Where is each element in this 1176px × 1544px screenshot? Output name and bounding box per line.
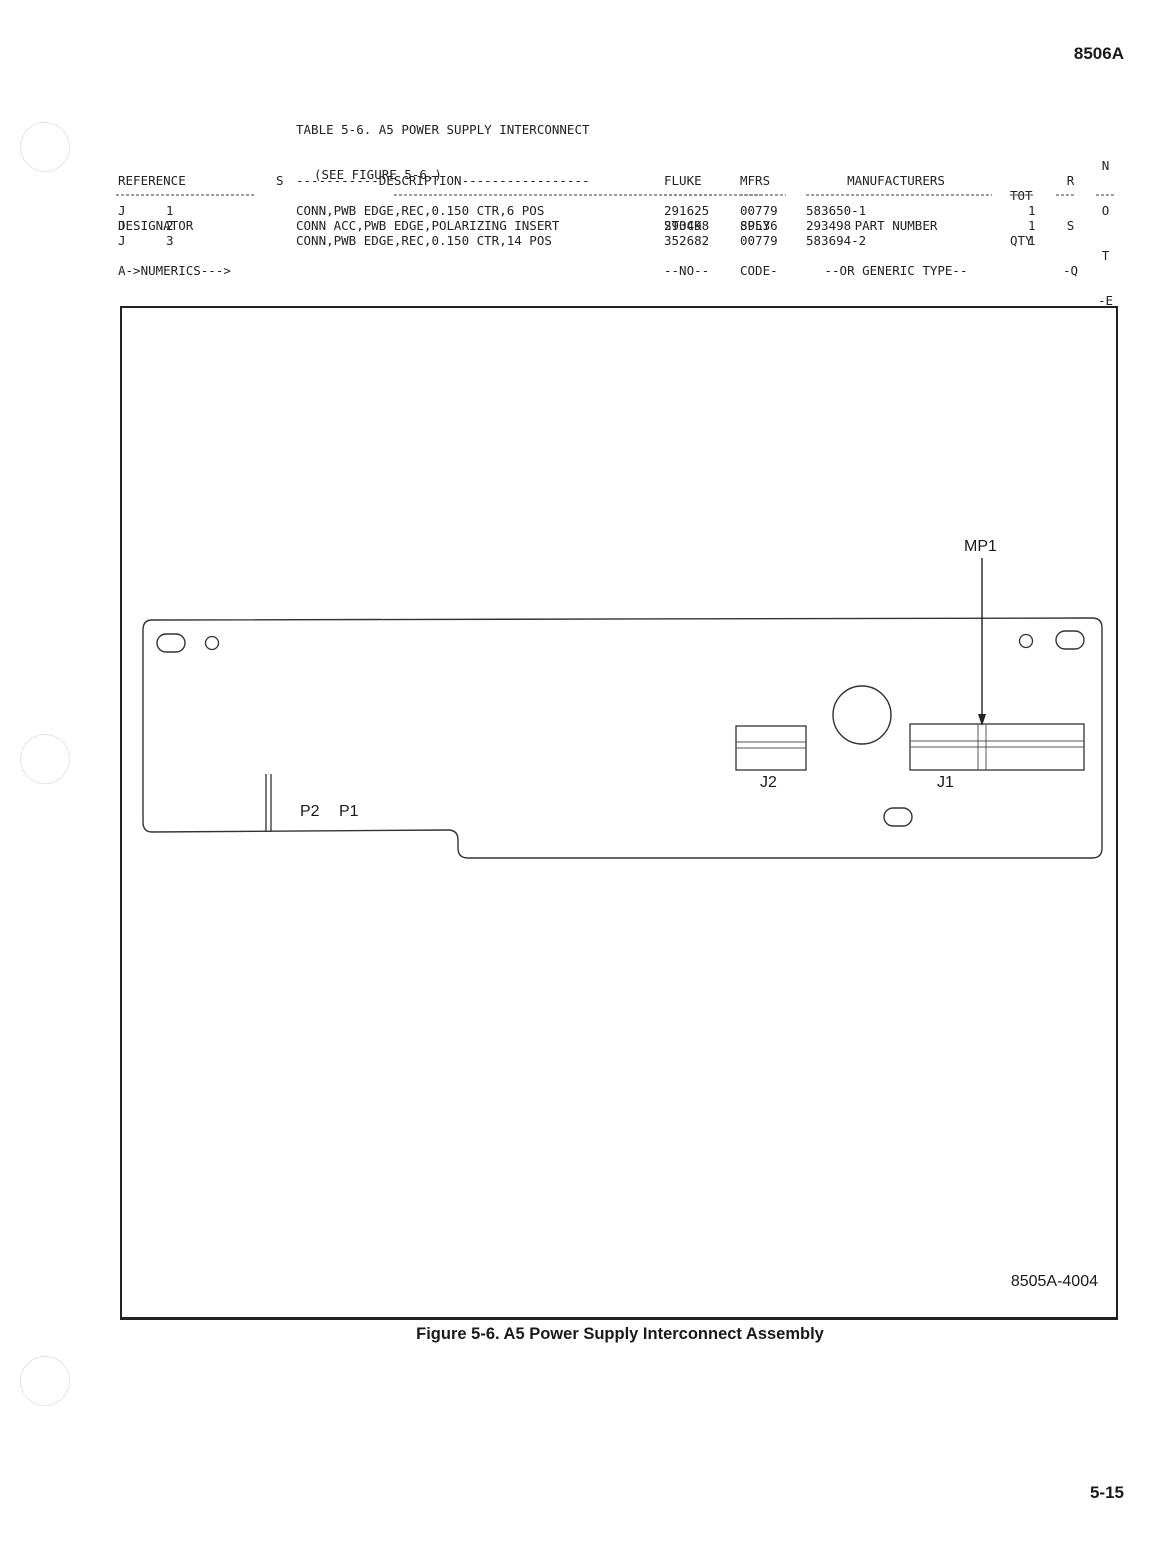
table-title-line1: TABLE 5-6. A5 POWER SUPPLY INTERCONNECT (296, 122, 590, 137)
table-title: TABLE 5-6. A5 POWER SUPPLY INTERCONNECT … (296, 92, 590, 197)
header-fluke-line: --NO-- (664, 263, 710, 278)
header-mfr-part-line: MANUFACTURERS (847, 173, 945, 188)
binder-hole (20, 734, 70, 784)
row-stock: 352682 (664, 233, 710, 248)
header-rsq: R S -Q (1063, 143, 1078, 293)
callout-j2: J2 (760, 774, 777, 791)
header-fluke-line: STOCK (664, 218, 702, 233)
header-rule (116, 194, 1116, 196)
figure-caption: Figure 5-6. A5 Power Supply Interconnect… (416, 1325, 824, 1343)
row-ref-num: 1 (166, 203, 174, 218)
header-s: S (276, 173, 284, 188)
header-fluke: FLUKE STOCK --NO-- (664, 143, 709, 293)
row-stock: 291625 (664, 203, 710, 218)
page-doc-id: 8506A (1073, 44, 1124, 63)
row-part: 583694-2 (806, 233, 867, 248)
row-ref-num: 3 (166, 233, 174, 248)
row-part: 583650-1 (806, 203, 867, 218)
header-mfr-part-line: PART NUMBER (854, 218, 938, 233)
header-description: -----------DESCRIPTION----------------- (296, 173, 590, 188)
callout-j1: J1 (937, 774, 954, 791)
header-mfrs-line: MFRS (740, 173, 771, 188)
binder-hole (20, 1356, 70, 1406)
row-stock: 293498 (664, 218, 710, 233)
header-ref: REFERENCE DESIGNATOR A->NUMERICS---> (118, 143, 231, 293)
row-qty: 1 (1028, 203, 1036, 218)
header-tot-qty: TOT QTY (1010, 158, 1033, 263)
header-note-line: T (1101, 248, 1110, 263)
header-ref-line: A->NUMERICS---> (118, 263, 231, 278)
row-ref-letter: J (118, 203, 126, 218)
header-rsq-line: S (1066, 218, 1075, 233)
row-qty: 1 (1028, 233, 1036, 248)
header-rsq-line: -Q (1063, 263, 1079, 278)
header-tot-line: QTY (1010, 233, 1033, 248)
header-note-line: N (1101, 158, 1110, 173)
row-code: 89536 (740, 218, 778, 233)
row-ref-num: 2 (166, 218, 174, 233)
header-ref-line: DESIGNATOR (118, 218, 194, 233)
figure-frame (120, 306, 1118, 1320)
drawing-code: 8505A-4004 (1010, 1273, 1098, 1290)
header-mfrs-line: CODE- (740, 263, 778, 278)
row-qty: 1 (1028, 218, 1036, 233)
row-description: CONN,PWB EDGE,REC,0.150 CTR,6 POS (296, 203, 545, 218)
row-part: 293498 (806, 218, 852, 233)
header-mfr-part: MANUFACTURERS PART NUMBER --OR GENERIC T… (806, 143, 986, 293)
page-number: 5-15 (1089, 1483, 1124, 1502)
row-code: 00779 (740, 203, 778, 218)
callout-p2: P2 (300, 803, 320, 820)
row-description: CONN ACC,PWB EDGE,POLARIZING INSERT (296, 218, 560, 233)
row-ref-letter: J (118, 233, 126, 248)
header-ref-line: REFERENCE (118, 173, 186, 188)
row-description: CONN,PWB EDGE,REC,0.150 CTR,14 POS (296, 233, 552, 248)
header-mfr-part-line: --OR GENERIC TYPE-- (824, 263, 968, 278)
header-note-line: -E (1098, 293, 1114, 308)
header-rsq-line: R (1066, 173, 1075, 188)
header-mfrs: MFRS SPLY CODE- (740, 143, 778, 293)
binder-hole (20, 122, 70, 172)
header-note: N O T -E (1098, 128, 1113, 323)
header-note-line: O (1101, 203, 1110, 218)
callout-mp1: MP1 (964, 538, 997, 555)
header-mfrs-line: SPLY (740, 218, 771, 233)
header-fluke-line: FLUKE (664, 173, 702, 188)
row-code: 00779 (740, 233, 778, 248)
row-ref-letter: J (118, 218, 126, 233)
callout-p1: P1 (339, 803, 359, 820)
table-title-line2: (SEE FIGURE 5-6.) (314, 167, 442, 182)
